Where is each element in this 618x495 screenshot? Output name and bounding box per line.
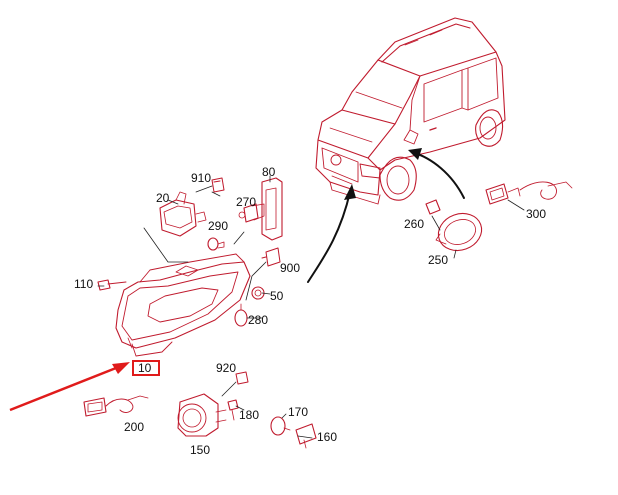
screw-180	[227, 399, 239, 421]
part-label-920: 920	[216, 361, 237, 375]
part-label-280: 280	[248, 313, 269, 327]
part-label-200: 200	[124, 420, 145, 434]
headlight-assembly	[115, 253, 251, 357]
red-annotation-arrow	[9, 362, 130, 412]
screw-110	[97, 279, 127, 291]
bulb-160	[295, 423, 317, 449]
connector-300	[485, 181, 573, 205]
part-label-250: 250	[428, 253, 449, 267]
part-label-180: 180	[239, 408, 260, 422]
bulb-260	[425, 199, 441, 215]
connector-200	[83, 395, 149, 417]
part-label-160: 160	[317, 430, 338, 444]
part-label-170: 170	[288, 405, 309, 419]
part-label-300: 300	[526, 207, 547, 221]
part-label-910: 910	[191, 171, 212, 185]
bulb-170	[270, 416, 291, 436]
bulb-290	[207, 237, 225, 251]
part-label-50: 50	[270, 289, 284, 303]
van-drawing	[315, 17, 506, 205]
part-label-260: 260	[404, 217, 425, 231]
level-motor	[159, 191, 207, 237]
highlight-box-10	[132, 360, 160, 376]
part-label-110: 110	[74, 277, 94, 291]
part-label-150: 150	[190, 443, 211, 457]
part-label-10: 10	[138, 361, 152, 375]
part-label-20: 20	[156, 191, 170, 205]
part-label-270: 270	[236, 195, 257, 209]
part-label-290: 290	[208, 219, 229, 233]
part-label-900: 900	[280, 261, 301, 275]
bulb-280	[234, 303, 248, 327]
bulb-holder-270	[238, 203, 265, 223]
part-label-80: 80	[262, 165, 276, 179]
side-indicator-250	[435, 212, 483, 252]
fog-light-150	[177, 393, 227, 437]
bracket-80	[261, 177, 283, 241]
